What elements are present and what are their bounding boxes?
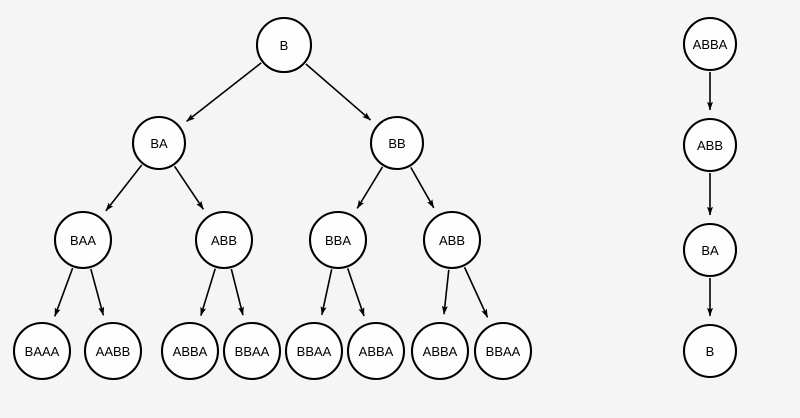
node-circle	[682, 323, 738, 379]
node-label: BAAA	[25, 344, 60, 359]
node-label: ABB	[697, 138, 723, 153]
node-circle	[410, 321, 470, 381]
edge-n4-to-n9	[200, 268, 216, 317]
edge-n6-to-n13	[441, 269, 450, 315]
node-label: ABBA	[693, 37, 728, 52]
node-bb-n2[interactable]: BB	[369, 115, 425, 171]
node-baa-n3[interactable]: BAA	[53, 210, 113, 270]
node-circle	[131, 115, 187, 171]
edge-n6-to-n14	[463, 266, 489, 318]
node-circle	[83, 321, 143, 381]
edge-n4-to-n10	[230, 268, 244, 316]
node-label: BBAA	[486, 344, 521, 359]
node-bbaa-n10[interactable]: BBAA	[222, 321, 282, 381]
node-aabb-n8[interactable]: AABB	[83, 321, 143, 381]
edge-n2-to-n6	[410, 166, 435, 209]
node-label: BB	[388, 136, 405, 151]
node-label: ABBA	[359, 344, 394, 359]
node-b-n0[interactable]: B	[255, 16, 313, 74]
node-circle	[222, 321, 282, 381]
node-circle	[369, 115, 425, 171]
node-label: BA	[701, 243, 719, 258]
node-circle	[308, 210, 368, 270]
node-circle	[422, 210, 482, 270]
node-label: BBAA	[235, 344, 270, 359]
edge-n2-to-n5	[356, 166, 384, 209]
node-circle	[682, 16, 738, 72]
node-circle	[12, 321, 72, 381]
node-baaa-n7[interactable]: BAAA	[12, 321, 72, 381]
node-abba-c0[interactable]: ABBA	[682, 16, 738, 72]
node-bba-n5[interactable]: BBA	[308, 210, 368, 270]
node-circle	[53, 210, 113, 270]
node-label: ABBA	[423, 344, 458, 359]
node-ba-n1[interactable]: BA	[131, 115, 187, 171]
node-abb-c1[interactable]: ABB	[682, 117, 738, 173]
node-abb-n6[interactable]: ABB	[422, 210, 482, 270]
node-bbaa-n14[interactable]: BBAA	[473, 321, 533, 381]
edge-n3-to-n7	[54, 267, 74, 317]
edge-n5-to-n11	[320, 269, 333, 316]
node-circle	[284, 321, 344, 381]
edge-n3-to-n8	[90, 268, 105, 316]
edges-layer	[54, 62, 713, 318]
edge-n5-to-n12	[346, 268, 365, 317]
node-circle	[346, 321, 406, 381]
edge-n0-to-n2	[305, 63, 372, 121]
node-label: AABB	[96, 344, 131, 359]
node-label: BAA	[70, 233, 96, 248]
node-label: ABB	[211, 233, 237, 248]
node-abba-n12[interactable]: ABBA	[346, 321, 406, 381]
node-abba-n9[interactable]: ABBA	[160, 321, 220, 381]
node-circle	[194, 210, 254, 270]
node-label: ABBA	[173, 344, 208, 359]
node-circle	[160, 321, 220, 381]
node-circle	[682, 222, 738, 278]
edge-n1-to-n4	[173, 165, 205, 210]
node-label: B	[280, 38, 289, 53]
node-abb-n4[interactable]: ABB	[194, 210, 254, 270]
node-label: ABB	[439, 233, 465, 248]
node-label: B	[706, 344, 715, 359]
edge-n0-to-n1	[186, 62, 262, 123]
node-circle	[682, 117, 738, 173]
edge-n1-to-n3	[105, 164, 143, 212]
node-bbaa-n11[interactable]: BBAA	[284, 321, 344, 381]
node-abba-n13[interactable]: ABBA	[410, 321, 470, 381]
node-label: BBA	[325, 233, 351, 248]
node-b-c3[interactable]: B	[682, 323, 738, 379]
node-ba-c2[interactable]: BA	[682, 222, 738, 278]
node-circle	[473, 321, 533, 381]
node-circle	[255, 16, 313, 74]
node-label: BA	[150, 136, 168, 151]
node-label: BBAA	[297, 344, 332, 359]
